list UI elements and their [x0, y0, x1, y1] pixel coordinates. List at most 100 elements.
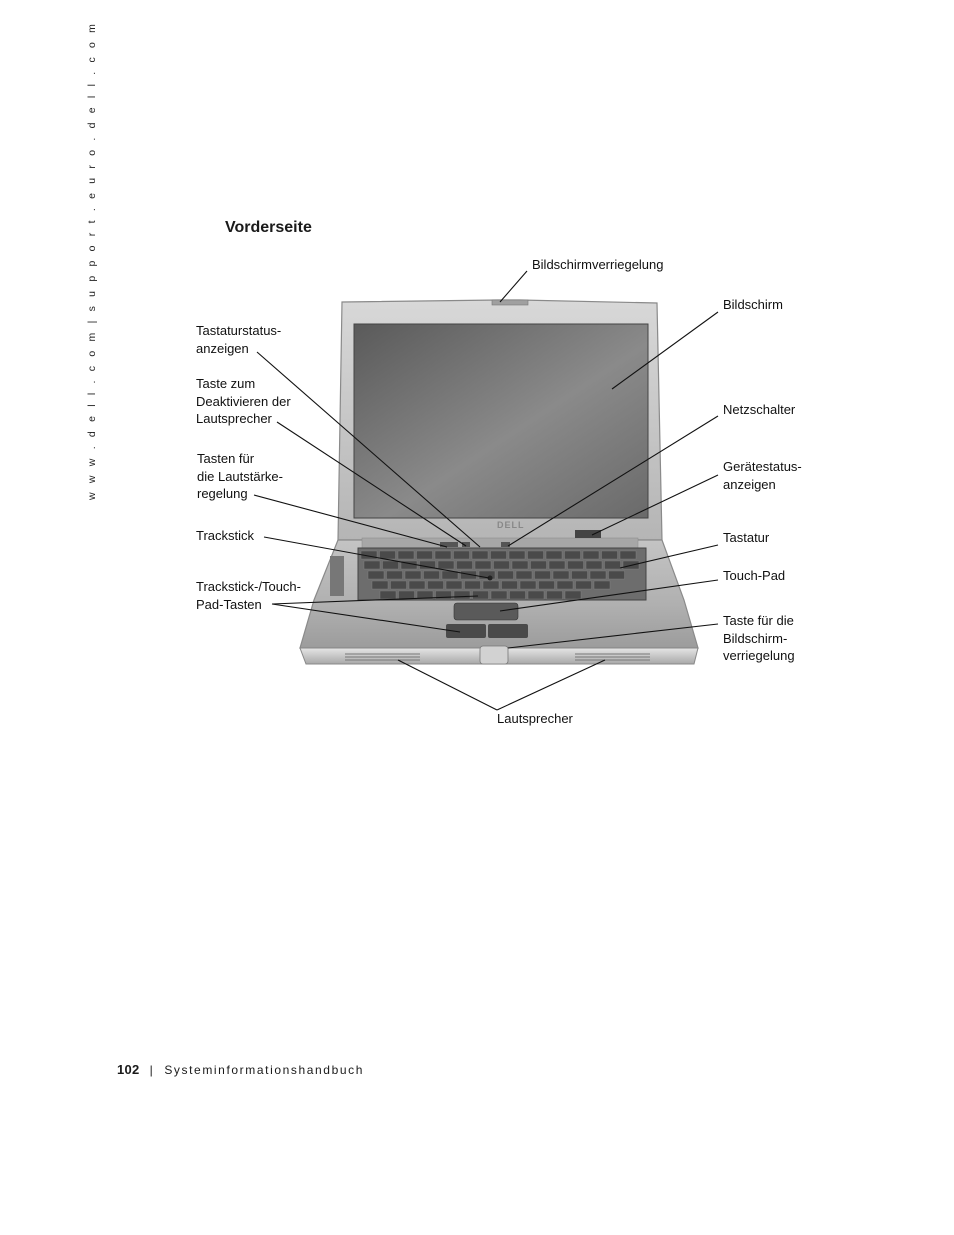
- keyboard-key: [546, 590, 563, 600]
- keyboard-key: [508, 550, 526, 560]
- speaker-grilles: [345, 653, 650, 661]
- keyboard-key: [548, 560, 566, 570]
- page-footer: 102 | Systeminformationshandbuch: [117, 1062, 364, 1077]
- keyboard-key: [460, 570, 477, 580]
- label-latch-release: Taste für die Bildschirm- verriegelung: [723, 613, 795, 663]
- trackstick-shape: [487, 575, 493, 581]
- keyboard-key: [509, 590, 526, 600]
- keyboard-key: [527, 550, 544, 560]
- keyboard-key: [471, 550, 489, 560]
- keyboard-key: [453, 590, 471, 600]
- footer-separator: |: [149, 1063, 155, 1077]
- keyboard-key: [423, 570, 440, 580]
- keyboard-key: [571, 570, 588, 580]
- leader-power: [507, 415, 719, 547]
- label-touchpad: Touch-Pad: [723, 568, 786, 583]
- section-title: Vorderseite: [225, 219, 312, 236]
- keyboard-key: [397, 550, 415, 560]
- keyboard-key: [474, 560, 492, 570]
- keyboard-key: [435, 590, 452, 600]
- left-led-strip: [330, 556, 344, 596]
- keyboard-key: [497, 570, 514, 580]
- label-display: Bildschirm: [723, 297, 783, 312]
- leader-touchpad: [499, 579, 719, 612]
- leader-latch-release: [507, 623, 719, 649]
- touchpad-shape: [453, 602, 519, 621]
- keyboard-key: [515, 570, 533, 580]
- keyboard-key: [619, 550, 637, 560]
- keyboard-key: [398, 590, 415, 600]
- keyboard-key: [608, 570, 625, 580]
- keyboard-key: [382, 560, 399, 570]
- keyboard-key: [564, 550, 581, 560]
- display-latch: [491, 299, 529, 306]
- label-trackstick: Trackstick: [196, 528, 255, 543]
- keyboard-key: [453, 550, 470, 560]
- label-mute-button: Taste zum Deaktivieren der Lautsprecher: [196, 376, 291, 426]
- keyboard-key: [527, 590, 545, 600]
- label-device-status: Gerätestatus- anzeigen: [723, 459, 802, 492]
- leader-device-status: [591, 474, 719, 536]
- keyboard-key: [490, 550, 507, 560]
- leader-buttons-b: [271, 603, 461, 633]
- power-button-shape: [501, 542, 510, 547]
- keyboard-key: [493, 560, 510, 570]
- keyboard-key: [482, 580, 500, 590]
- keyboard-key: [575, 580, 592, 590]
- leader-buttons-a: [271, 595, 479, 605]
- keyboard-key: [601, 550, 618, 560]
- keyboard-keys: [360, 550, 640, 600]
- keyboard-key: [552, 570, 570, 580]
- keyboard-key: [404, 570, 422, 580]
- leader-keyboard: [619, 544, 719, 569]
- keyboard-key: [456, 560, 473, 570]
- keyboard-key: [593, 580, 611, 590]
- keyboard-key: [490, 590, 508, 600]
- latch-release-shape: [479, 645, 509, 665]
- right-pad-button: [488, 624, 528, 638]
- keyboard-key: [379, 590, 397, 600]
- keyboard-key: [534, 570, 551, 580]
- keyboard-key: [434, 550, 452, 560]
- keyboard-key: [408, 580, 426, 590]
- keyboard-key: [464, 580, 481, 590]
- keyboard-key: [538, 580, 555, 590]
- label-keyboard-status: Tastaturstatus- anzeigen: [196, 323, 282, 356]
- callout-lines: [253, 270, 719, 711]
- keyboard-key: [437, 560, 455, 570]
- keyboard-key: [511, 560, 529, 570]
- keyboard-key: [445, 580, 463, 590]
- keyboard-key: [545, 550, 563, 560]
- display-screen: [353, 323, 649, 519]
- dell-logo: DELL: [497, 520, 525, 530]
- leader-volume: [253, 494, 448, 548]
- keyboard-key: [530, 560, 547, 570]
- book-title: Systeminformationshandbuch: [164, 1063, 364, 1077]
- keyboard-key: [519, 580, 537, 590]
- keyboard-key: [427, 580, 444, 590]
- keyboard-key: [472, 590, 489, 600]
- label-trackstick-touchpad-buttons: Trackstick-/Touch- Pad-Tasten: [196, 579, 301, 612]
- keyboard-key: [390, 580, 407, 590]
- device-status-shape: [575, 530, 601, 538]
- keyboard-key: [386, 570, 403, 580]
- keyboard-key: [416, 550, 433, 560]
- status-strip: [361, 537, 639, 549]
- keyboard-key: [501, 580, 518, 590]
- keyboard-key: [564, 590, 582, 600]
- label-power-button: Netzschalter: [723, 402, 796, 417]
- keyboard-key: [363, 560, 381, 570]
- keyboard-key: [478, 570, 496, 580]
- leader-speaker-left: [397, 659, 498, 711]
- leader-trackstick: [263, 536, 490, 579]
- keyboard-key: [416, 590, 434, 600]
- leader-display: [611, 311, 719, 390]
- keyboard-key: [567, 560, 584, 570]
- leader-display-latch: [499, 270, 528, 303]
- keyboard-key: [556, 580, 574, 590]
- volume-buttons-shape: [440, 542, 458, 547]
- page-number: 102: [117, 1062, 140, 1077]
- mute-button-shape: [462, 542, 470, 547]
- keyboard-key: [604, 560, 621, 570]
- keyboard-key: [379, 550, 396, 560]
